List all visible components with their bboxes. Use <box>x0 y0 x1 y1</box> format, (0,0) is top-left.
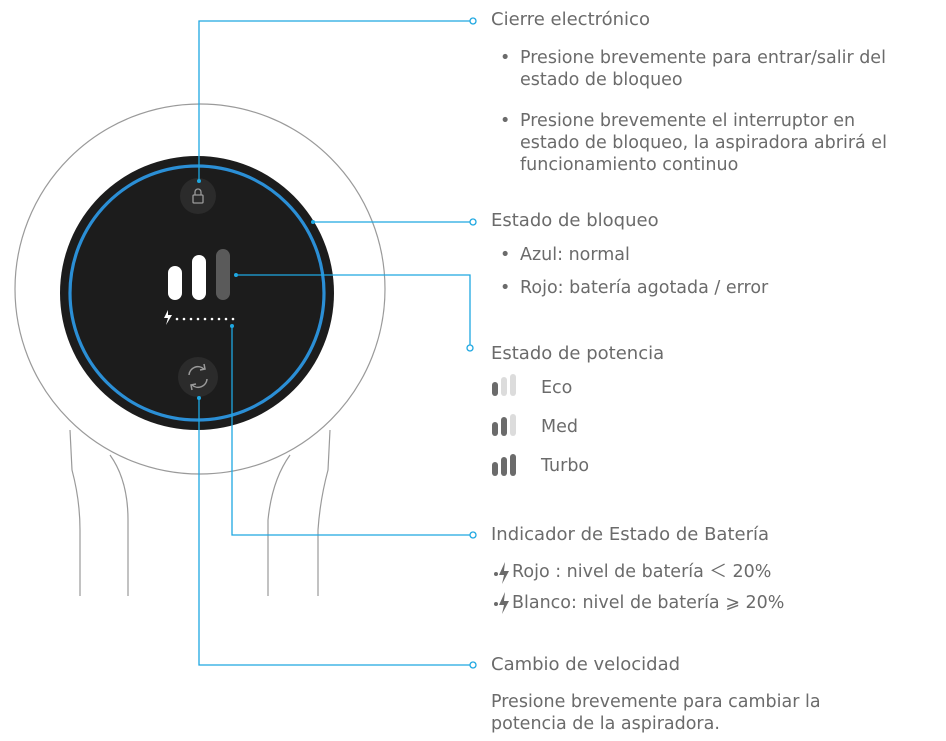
bolt-icon <box>499 562 509 584</box>
cycle-icon <box>188 363 208 391</box>
lock-bullet-1: • <box>500 48 511 68</box>
bolt-icon <box>499 592 509 614</box>
lock-bullet-1-line-2: estado de bloqueo <box>520 70 683 90</box>
battery-red-line: Rojo : nivel de batería ＜ 20% <box>512 562 772 582</box>
lock-bullet-2: • <box>500 111 511 131</box>
power-bar-3 <box>216 249 230 300</box>
power-level-indicator <box>168 249 230 300</box>
power-bar-2 <box>192 255 206 300</box>
turbo-bars-icon <box>492 454 516 476</box>
speed-desc-line-1: Presione brevemente para cambiar la <box>491 692 821 712</box>
lock-button[interactable] <box>180 178 216 214</box>
power-level-eco: Eco <box>541 378 573 398</box>
battery-bolt-icon <box>164 310 172 325</box>
battery-white-line: Blanco: nivel de batería ⩾ 20% <box>512 593 785 613</box>
lock-icon <box>192 188 204 204</box>
lock-state-item-2: Rojo: batería agotada / error <box>520 278 769 298</box>
battery-dots <box>175 317 235 321</box>
power-state-title: Estado de potencia <box>491 343 665 364</box>
lock-state-bullet-2: • <box>500 278 511 298</box>
power-level-med: Med <box>541 417 578 437</box>
power-level-icons <box>492 374 516 476</box>
lock-bullet-2-line-3: funcionamiento continuo <box>520 155 739 175</box>
power-bar-1 <box>168 266 182 300</box>
lock-bullet-1-line-1: Presione brevemente para entrar/salir de… <box>520 48 886 68</box>
leader-lines <box>198 20 471 666</box>
handle-outline <box>69 429 331 596</box>
battery-indicator <box>164 310 235 325</box>
med-bars-icon <box>492 414 516 436</box>
lock-title: Cierre electrónico <box>491 9 650 30</box>
status-ring <box>68 164 326 422</box>
lock-bullet-2-line-1: Presione brevemente el interruptor en <box>520 111 856 131</box>
lock-bullet-2-line-2: estado de bloqueo, la aspiradora abrirá … <box>520 133 887 153</box>
speed-desc-line-2: potencia de la aspiradora. <box>491 714 720 734</box>
battery-title: Indicador de Estado de Batería <box>491 524 770 545</box>
lock-state-title: Estado de bloqueo <box>491 210 659 231</box>
speed-title: Cambio de velocidad <box>491 654 681 675</box>
speed-button[interactable] <box>178 357 218 397</box>
leader-endpoints <box>466 17 477 669</box>
eco-bars-icon <box>492 374 516 396</box>
lock-state-bullet-1: • <box>500 245 511 265</box>
lock-state-item-1: Azul: normal <box>520 245 630 265</box>
battery-legend-icons <box>494 562 509 614</box>
leader-origin-dots <box>197 179 315 400</box>
power-level-turbo: Turbo <box>541 456 590 476</box>
